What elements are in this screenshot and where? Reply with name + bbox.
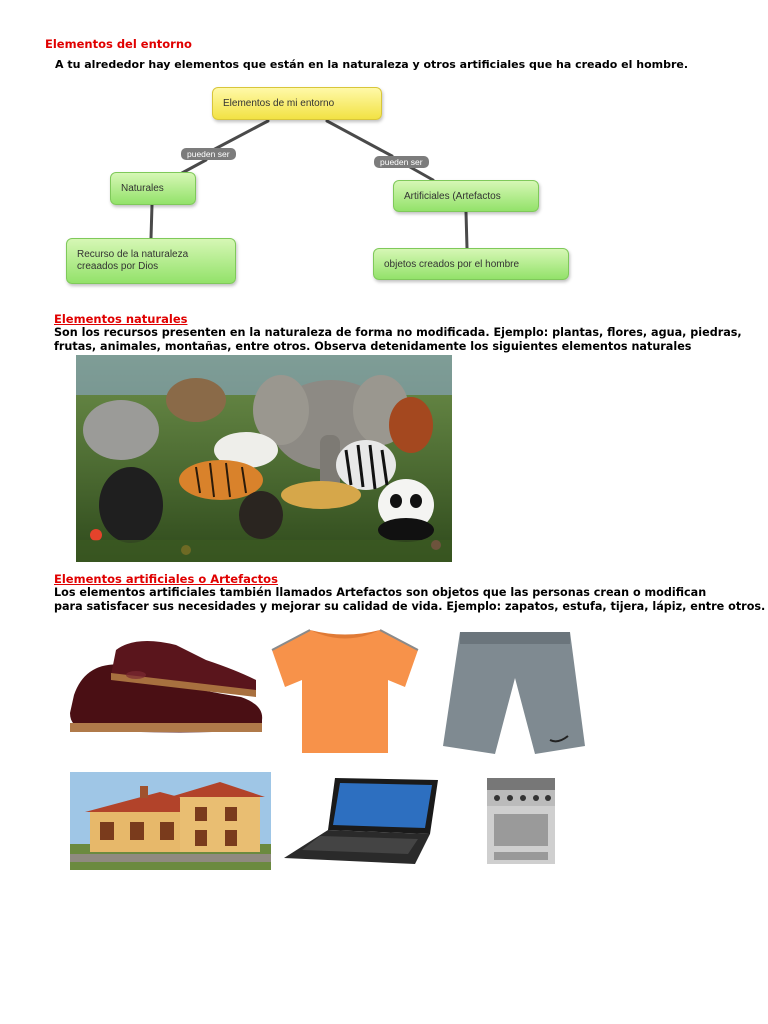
shorts-image <box>440 628 588 758</box>
artificiales-line-1: Los elementos artificiales también llama… <box>54 586 707 599</box>
tshirt-image <box>270 625 420 755</box>
root-node: Elementos de mi entorno <box>212 87 382 120</box>
laptop-image <box>280 772 442 870</box>
section-title-naturales: Elementos naturales <box>54 312 188 326</box>
artificiales-line-2: para satisfacer sus necesidades y mejora… <box>54 600 766 613</box>
concept-map: Elementos de mi entorno pueden ser puede… <box>0 0 768 300</box>
natural-leaf-node: Recurso de la naturaleza creaados por Di… <box>66 238 236 284</box>
stove-image <box>482 776 560 868</box>
animals-image <box>76 355 452 562</box>
natural-node: Naturales <box>110 172 196 205</box>
shoes-image <box>66 635 266 750</box>
naturales-line-1: Son los recursos presenten en la natural… <box>54 326 742 339</box>
link-label-right: pueden ser <box>374 156 429 168</box>
concept-map-lines <box>149 119 469 250</box>
artificial-node: Artificiales (Artefactos <box>393 180 539 212</box>
section-title-artificiales: Elementos artificiales o Artefactos <box>54 572 278 586</box>
section-title-entorno: Elementos del entorno <box>45 37 192 51</box>
naturales-line-2: frutas, animales, montañas, entre otros.… <box>54 340 692 353</box>
artificial-leaf-node: objetos creados por el hombre <box>373 248 569 280</box>
intro-text: A tu alrededor hay elementos que están e… <box>55 58 689 71</box>
house-image <box>70 772 271 870</box>
link-label-left: pueden ser <box>181 148 236 160</box>
